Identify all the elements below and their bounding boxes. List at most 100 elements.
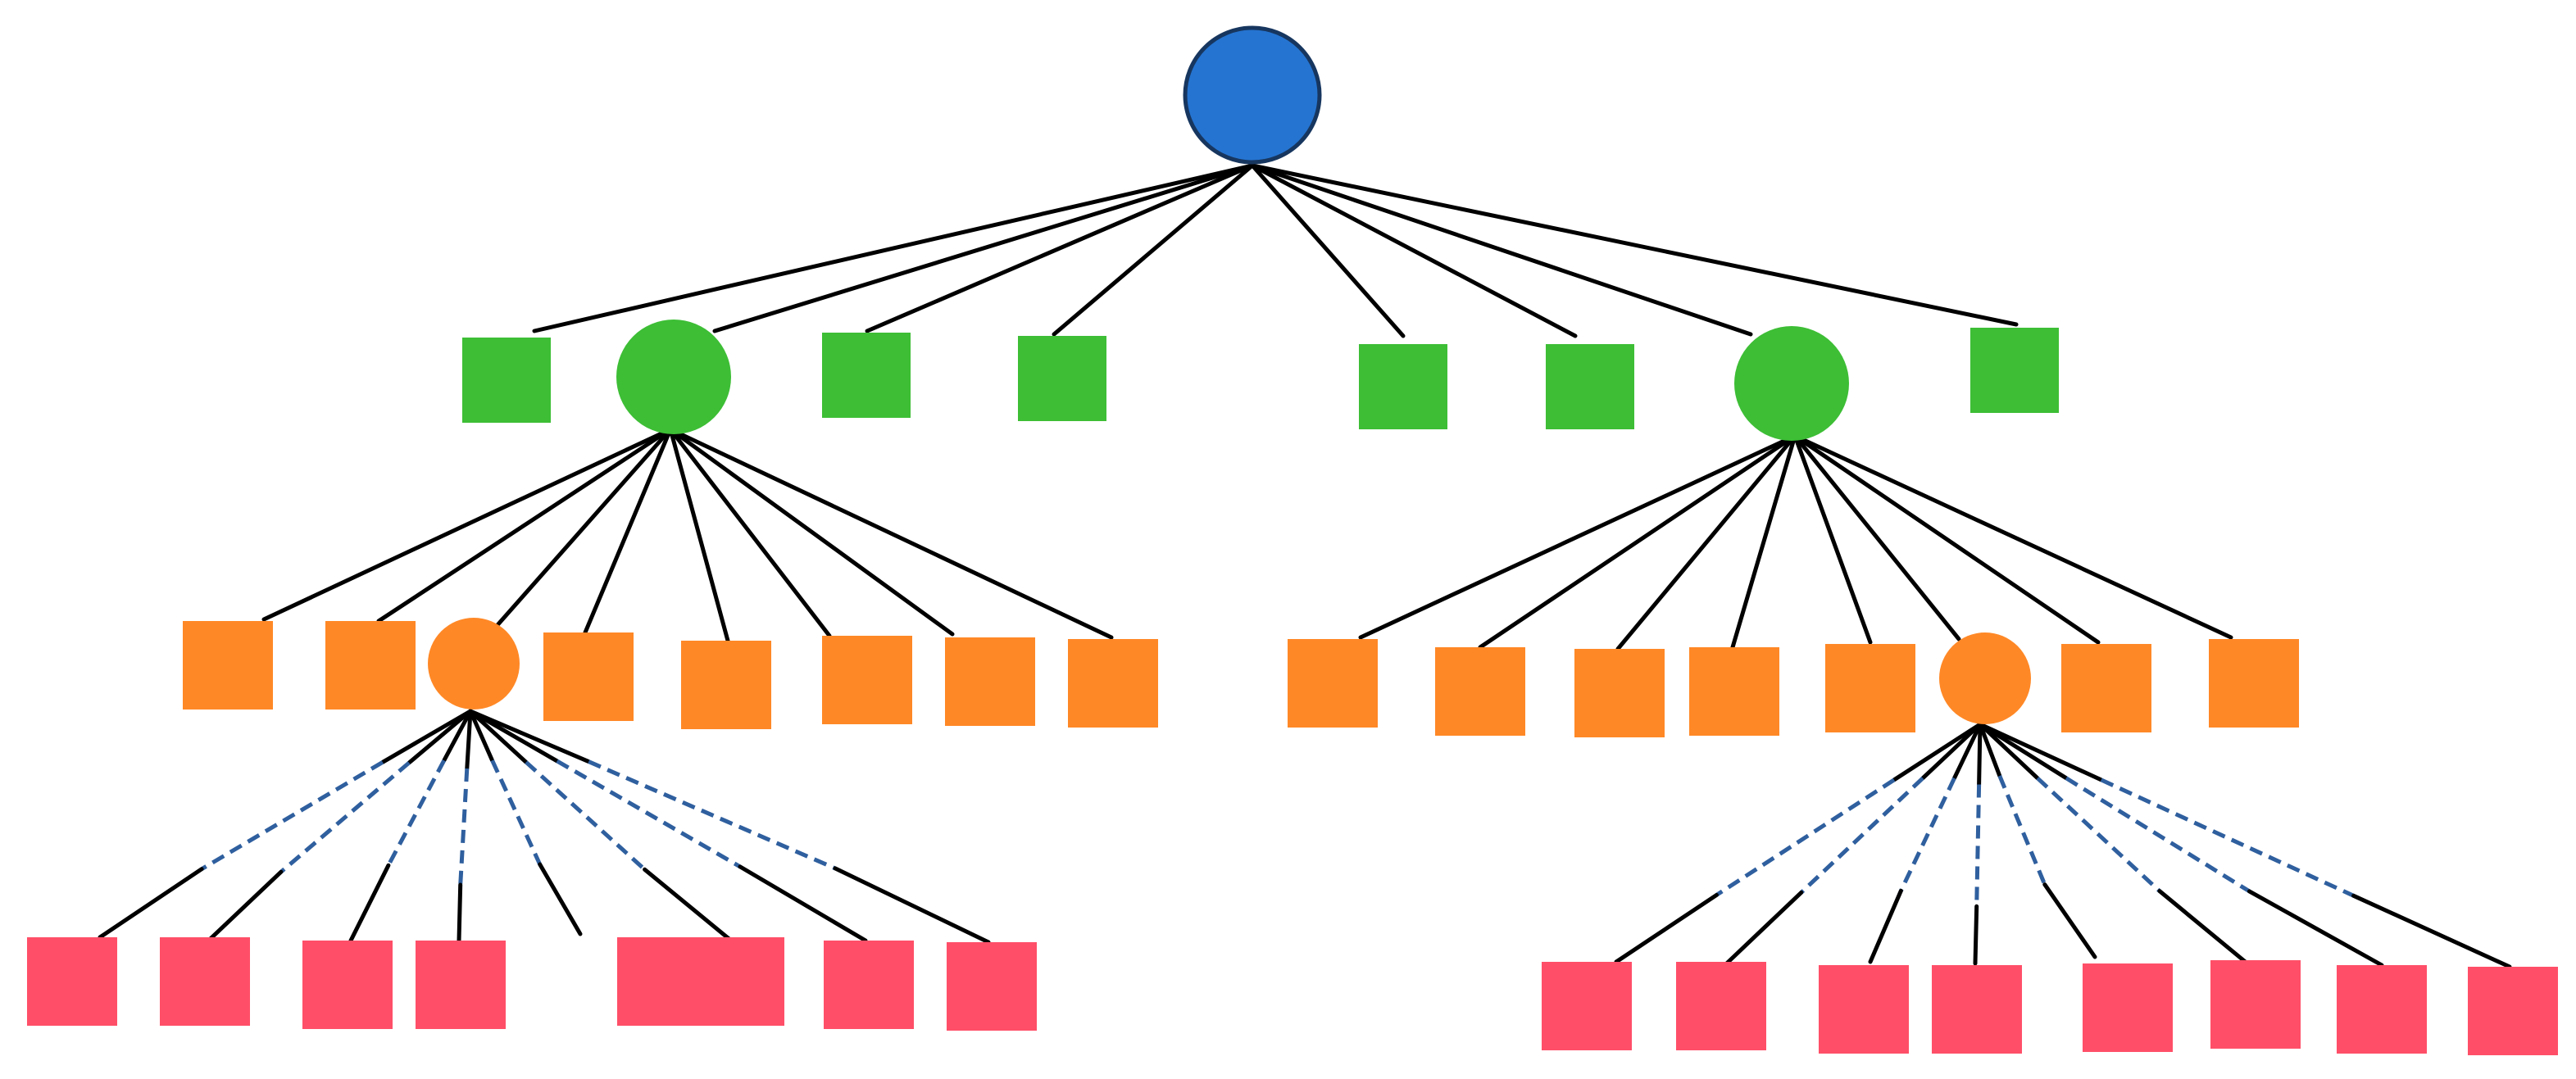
edge-level1-to-level2 [668, 427, 730, 643]
edge-root-to-level1 [532, 163, 1255, 333]
edge-level2-to-level3-dashed [556, 759, 742, 869]
edge-level2-to-level3-end [2247, 889, 2384, 968]
level2-circle-node [428, 618, 520, 710]
edge-level1-to-level2 [1792, 433, 1873, 645]
level2-square-node [543, 632, 634, 721]
level1-square-node [1970, 328, 2059, 413]
edge-level1-to-level2 [376, 427, 673, 623]
level1-square-node [1546, 344, 1634, 429]
edge-level2-to-level3-end [2351, 893, 2512, 969]
edge-level1-to-level2 [1792, 433, 2233, 640]
level3-square-node [824, 941, 914, 1029]
level1-square-node [1018, 336, 1106, 421]
level2-square-node [1068, 639, 1158, 728]
level3-square-node [2337, 965, 2427, 1054]
edge-level1-to-level2 [1478, 433, 1797, 650]
edge-level2-to-level3-start [1978, 722, 2040, 781]
level2-square-node [325, 621, 416, 710]
level1-square-node [1359, 344, 1447, 429]
edge-level2-to-level3-end [2157, 889, 2250, 966]
edge-level1-to-level2 [583, 427, 673, 635]
level2-square-node [945, 637, 1035, 726]
edge-level2-to-level3-start [465, 709, 473, 771]
edge-level2-to-level3-end [1973, 904, 1979, 966]
edge-level2-to-level3-end [833, 866, 991, 945]
level2-square-node [681, 641, 771, 729]
level3-square-node [2210, 960, 2301, 1049]
edge-level2-to-level3-dashed [200, 760, 384, 871]
edge-level2-to-level3-start [1978, 722, 2104, 782]
level3-square-node [1819, 965, 1909, 1054]
edge-level2-to-level3-dashed [588, 759, 836, 871]
level2-circle-node [1939, 632, 2031, 724]
edge-level2-to-level3-start [468, 709, 529, 764]
edge-level1-to-level2 [1615, 433, 1797, 651]
level3-square-node [2083, 963, 2173, 1052]
edge-root-to-level1 [865, 163, 1255, 333]
edge-root-to-level1 [712, 163, 1255, 333]
nodes-layer [27, 25, 2558, 1055]
edge-level2-to-level3-start [407, 709, 473, 765]
edge-level2-to-level3-dashed [279, 761, 411, 874]
edge-level1-to-level2 [668, 427, 832, 638]
edge-level1-to-level2 [261, 427, 673, 622]
level2-square-node [1574, 649, 1665, 737]
edge-level1-to-level2 [1730, 433, 1797, 650]
level2-square-node [822, 636, 912, 724]
level1-circle-node [616, 320, 731, 434]
edge-level2-to-level3-end [2042, 882, 2097, 959]
edge-level2-to-level3-start [1978, 722, 2002, 778]
level3-square-node [694, 937, 784, 1026]
edge-level2-to-level3-end [199, 869, 284, 950]
edge-level2-to-level3-dashed [490, 759, 542, 866]
root-node [1183, 25, 1322, 165]
edge-level2-to-level3-end [1614, 892, 1719, 964]
level2-square-node [1825, 644, 1915, 732]
level3-square-node [2468, 967, 2558, 1055]
level3-square-node [416, 941, 506, 1029]
edge-level2-to-level3-end [538, 862, 583, 936]
edge-level2-to-level3-end [1714, 890, 1804, 976]
level3-square-node [947, 942, 1037, 1031]
level1-square-node [462, 338, 551, 423]
edge-level2-to-level3-start [1952, 722, 1983, 781]
level3-square-node [617, 937, 707, 1026]
edge-root-to-level1 [1250, 163, 1753, 337]
level2-square-node [1689, 647, 1779, 736]
edge-level2-to-level3-dashed [458, 768, 470, 886]
edge-level2-to-level3-dashed [1974, 784, 1982, 907]
edge-root-to-level1 [1250, 163, 1578, 338]
edge-level2-to-level3-end [98, 867, 204, 940]
edge-level2-to-level3-start [1977, 722, 1983, 787]
edge-level2-to-level3-start [442, 709, 473, 763]
level3-square-node [1932, 965, 2022, 1054]
edge-level2-to-level3-end [457, 882, 463, 943]
edge-level2-to-level3-end [1868, 888, 1903, 964]
level2-square-node [2061, 644, 2151, 732]
level1-circle-node [1734, 326, 1849, 441]
edge-root-to-level1 [1052, 163, 1255, 337]
edge-level2-to-level3-start [1978, 722, 2069, 781]
edge-level2-to-level3-dashed [1997, 775, 2047, 886]
edge-level2-to-level3-start [380, 709, 473, 764]
edge-level2-to-level3-dashed [2065, 776, 2251, 894]
edge-level1-to-level2 [668, 427, 1114, 640]
edge-level2-to-level3-dashed [525, 760, 647, 872]
level2-square-node [2209, 639, 2299, 728]
edge-level1-to-level2 [1792, 433, 1961, 642]
edge-level2-to-level3-start [468, 709, 591, 764]
edge-root-to-level1 [1250, 163, 1406, 338]
edge-level2-to-level3-dashed [1715, 778, 1896, 897]
level3-square-node [1542, 962, 1632, 1050]
edge-level2-to-level3-end [643, 867, 734, 943]
edge-level2-to-level3-dashed [2036, 776, 2161, 893]
edge-level1-to-level2 [1792, 433, 2101, 645]
edge-level2-to-level3-dashed [386, 759, 447, 867]
edge-level1-to-level2 [668, 427, 955, 637]
level2-square-node [183, 621, 273, 710]
level1-square-node [822, 333, 911, 418]
edge-level2-to-level3-end [348, 863, 391, 943]
edges-layer [98, 163, 2512, 976]
edge-level1-to-level2 [1358, 433, 1797, 640]
